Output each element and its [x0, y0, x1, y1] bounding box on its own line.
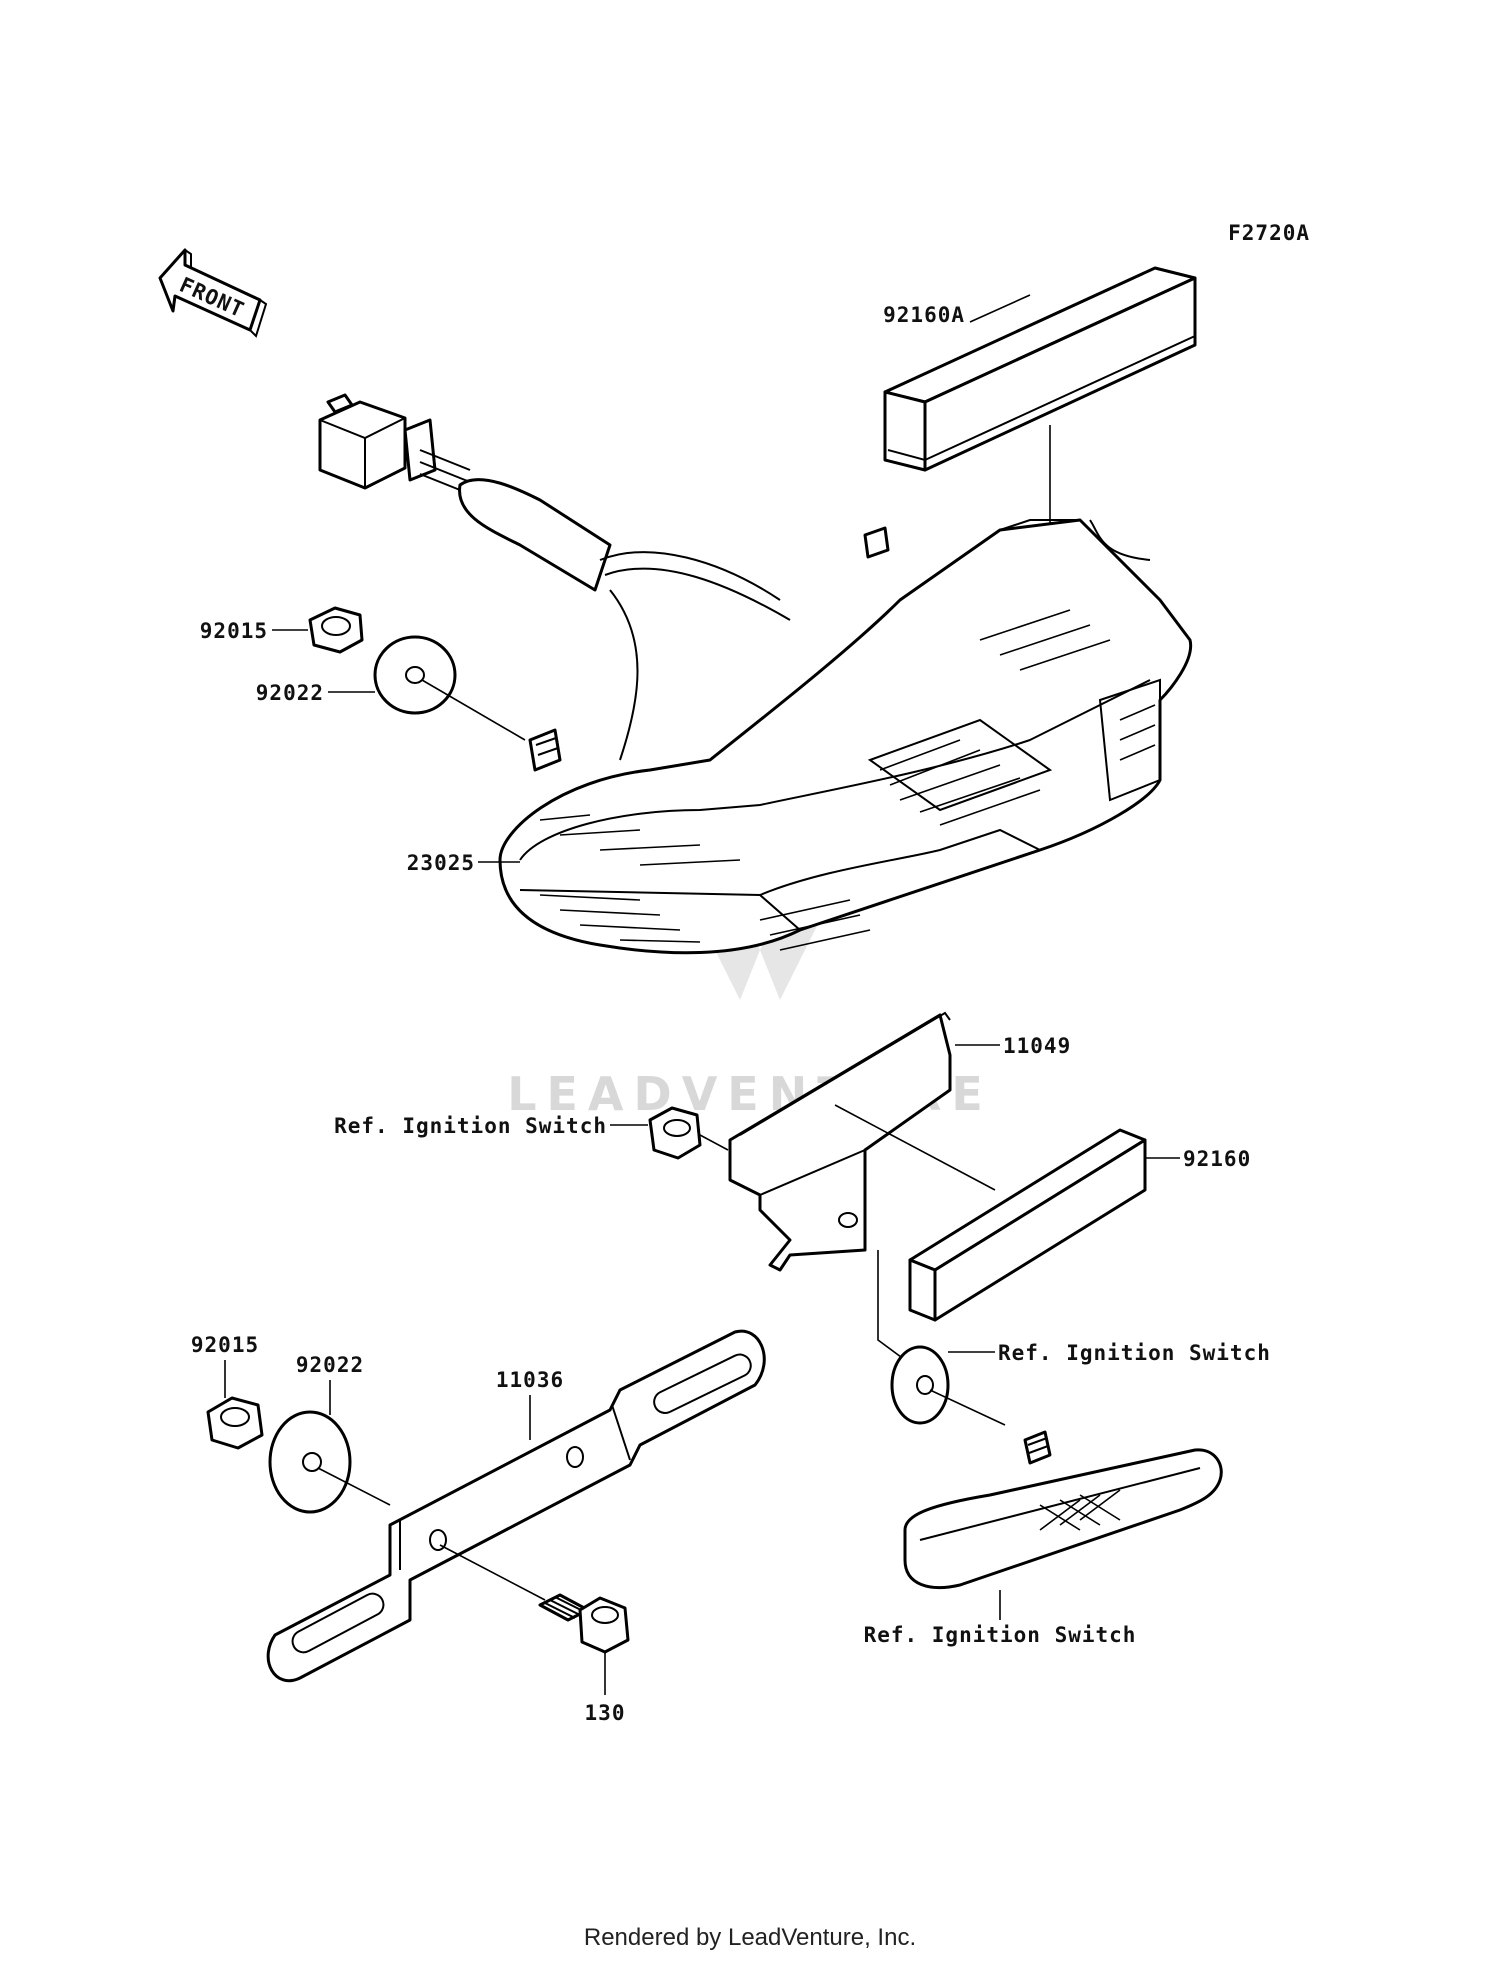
bracket-11036 — [266, 1329, 766, 1683]
label-11036: 11036 — [496, 1368, 564, 1392]
label-92160A: 92160A — [883, 303, 965, 327]
leader-washer-to-stud — [421, 679, 526, 741]
license-lamp — [903, 1430, 1223, 1589]
label-92022-top: 92022 — [256, 681, 324, 705]
washer-92022-top — [373, 635, 457, 715]
pad-92160A — [883, 266, 1197, 472]
label-92160: 92160 — [1183, 1147, 1251, 1171]
label-92022-bottom: 92022 — [296, 1353, 364, 1377]
leader-bracket-to-washer — [877, 1250, 906, 1361]
front-arrow-icon: FRONT — [158, 248, 268, 338]
label-ref-ignition-3: Ref. Ignition Switch — [864, 1623, 1137, 1647]
nut-92015-bottom — [206, 1396, 264, 1450]
leader-11049-to-pad — [834, 1104, 996, 1191]
leader-92160A — [969, 294, 1031, 323]
label-ref-ignition-1: Ref. Ignition Switch — [334, 1114, 607, 1138]
footer-credit: Rendered by LeadVenture, Inc. — [584, 1924, 916, 1951]
leader-bracket-to-bolt — [439, 1544, 546, 1601]
label-23025: 23025 — [407, 851, 475, 875]
label-130: 130 — [585, 1701, 626, 1725]
label-11049: 11049 — [1003, 1034, 1071, 1058]
nut-ref-ignition — [648, 1106, 702, 1160]
bracket-11049 — [728, 1011, 952, 1272]
leader-washer-to-bracket — [317, 1467, 391, 1506]
bolt-130 — [538, 1593, 630, 1654]
washer-ref-ignition — [890, 1345, 950, 1425]
label-92015-bottom: 92015 — [191, 1333, 259, 1357]
tail-light-23025 — [498, 518, 1193, 955]
label-ref-ignition-2: Ref. Ignition Switch — [998, 1341, 1271, 1365]
leader-washer-to-lamp — [929, 1389, 1006, 1426]
nut-92015-top — [308, 606, 364, 654]
washer-92022-bottom — [268, 1410, 352, 1514]
leader-nut-to-bracket — [699, 1134, 729, 1151]
label-92015-top: 92015 — [200, 619, 268, 643]
connector-plug — [318, 393, 791, 761]
figure-code: F2720A — [1228, 221, 1310, 245]
pad-92160 — [908, 1128, 1147, 1322]
